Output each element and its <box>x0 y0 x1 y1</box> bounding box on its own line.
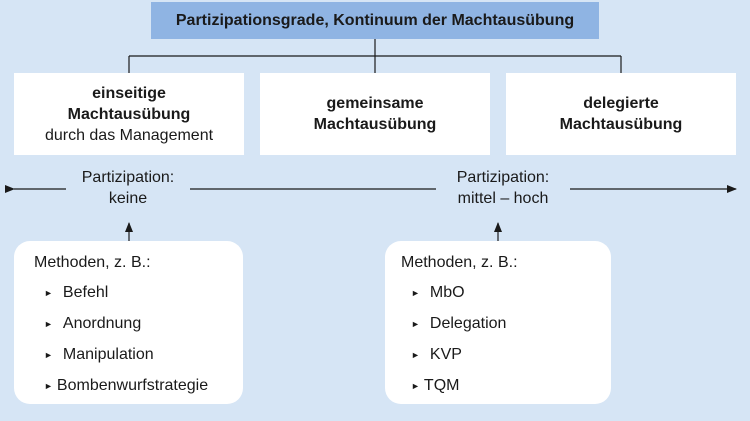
bullet-triangle-icon: ► <box>44 350 53 360</box>
level-line: Machtausübung <box>67 105 191 123</box>
methods-heading: Methoden, z. B.: <box>401 254 518 271</box>
list-item: ► Befehl <box>34 281 243 312</box>
list-item: ► Delegation <box>401 312 611 343</box>
bullet-triangle-icon: ► <box>44 288 53 298</box>
bullet-triangle-icon: ► <box>44 319 53 329</box>
method-label: Delegation <box>429 315 507 332</box>
level-box-delegated: delegierte Machtausübung <box>506 73 736 155</box>
participation-line: Partizipation: <box>81 169 175 186</box>
method-label: TQM <box>423 377 460 394</box>
level-line: delegierte <box>583 95 659 112</box>
participation-label-medium-high: Partizipation: mittel – hoch <box>436 167 570 209</box>
method-label: MbO <box>429 284 465 301</box>
list-item: ► Manipulation <box>34 343 243 374</box>
list-item: ► Anordnung <box>34 312 243 343</box>
methods-list: ►MbO ►Delegation ►KVP ►TQM <box>401 281 611 405</box>
bullet-triangle-icon: ► <box>411 288 420 298</box>
level-line: Machtausübung <box>313 116 437 133</box>
diagram-title: Partizipationsgrade, Kontinuum der Macht… <box>151 2 599 39</box>
level-box-unilateral: einseitige Machtausübung durch das Manag… <box>14 73 244 155</box>
list-item: ►TQM <box>401 374 611 405</box>
methods-heading: Methoden, z. B.: <box>34 254 151 271</box>
level-line: einseitige <box>92 84 166 102</box>
method-label: Befehl <box>62 284 109 301</box>
participation-line: mittel – hoch <box>457 190 549 207</box>
participation-line: Partizipation: <box>456 169 550 186</box>
bullet-triangle-icon: ► <box>411 381 420 391</box>
method-label: Bombenwurfstrategie <box>56 377 209 394</box>
method-label: Manipulation <box>62 346 154 363</box>
level-box-shared: gemeinsame Machtausübung <box>260 73 490 155</box>
list-item: ► MbO <box>401 281 611 312</box>
level-line: durch das Management <box>44 126 214 144</box>
methods-list: ►Befehl ►Anordnung ►Manipulation ►Bomben… <box>34 281 243 405</box>
bullet-triangle-icon: ► <box>411 319 420 329</box>
list-item: ►Bombenwurfstrategie <box>34 374 243 405</box>
methods-box-right: Methoden, z. B.: ► MbO ► Delegation ► KVP ►… <box>385 241 611 404</box>
title-text: Partizipationsgrade, Kontinuum der Macht… <box>175 11 575 29</box>
methods-box-left: Methoden, z. B.: ► Befehl ► Anordnung ► Man… <box>14 241 243 404</box>
participation-line: keine <box>108 190 148 207</box>
bullet-triangle-icon: ► <box>44 381 53 391</box>
method-label: Anordnung <box>62 315 142 332</box>
level-line: Machtausübung <box>559 116 683 133</box>
method-label: KVP <box>429 346 462 363</box>
level-line: gemeinsame <box>326 95 424 112</box>
list-item: ► KVP <box>401 343 611 374</box>
bullet-triangle-icon: ► <box>411 350 420 360</box>
participation-label-none: Partizipation: keine <box>66 167 190 209</box>
